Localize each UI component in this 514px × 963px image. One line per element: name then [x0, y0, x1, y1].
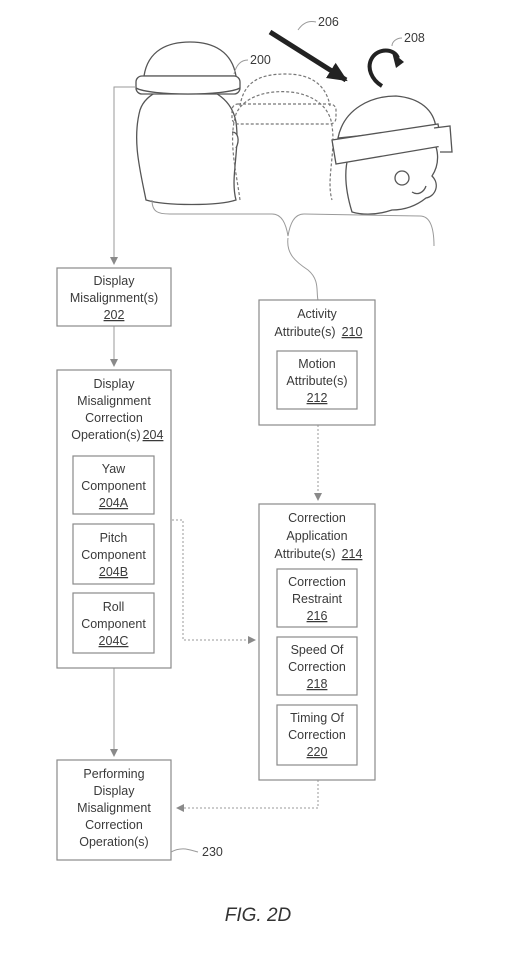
svg-text:Component: Component — [81, 617, 146, 631]
svg-text:Operation(s): Operation(s) — [71, 428, 140, 442]
timing-ref: 220 — [307, 745, 328, 759]
svg-text:Attribute(s): Attribute(s) — [274, 325, 335, 339]
roll-component-box: Roll Component 204C — [72, 592, 155, 654]
rotation-ref-label: 208 — [404, 31, 425, 45]
svg-text:Correction: Correction — [85, 411, 143, 425]
svg-text:Correction: Correction — [85, 818, 143, 832]
head-tilted-view — [331, 95, 453, 215]
svg-text:Restraint: Restraint — [292, 592, 343, 606]
perform-ref-leader — [170, 848, 199, 853]
speed-ref: 218 — [307, 677, 328, 691]
svg-text:Yaw: Yaw — [102, 462, 126, 476]
svg-text:Pitch: Pitch — [100, 531, 128, 545]
activity-ref: 210 — [342, 325, 363, 339]
svg-text:Attribute(s): Attribute(s) — [286, 374, 347, 388]
svg-text:Performing: Performing — [83, 767, 144, 781]
correction-application-box: Correction Application Attribute(s) 214 … — [258, 503, 376, 781]
bracket-to-activity-connector — [287, 237, 319, 301]
svg-text:Correction: Correction — [288, 575, 346, 589]
head-illustration — [135, 41, 453, 247]
perform-ref-label: 230 — [202, 845, 223, 859]
svg-text:Display: Display — [94, 274, 136, 288]
motion-arrow — [268, 29, 348, 83]
rotation-arrowhead — [392, 52, 404, 68]
svg-text:Roll: Roll — [103, 600, 125, 614]
rotation-icon — [367, 48, 400, 88]
svg-text:Misalignment(s): Misalignment(s) — [70, 291, 158, 305]
svg-text:Operation(s): Operation(s) — [79, 835, 148, 849]
roll-ref: 204C — [99, 634, 129, 648]
arrow-ref-label: 206 — [318, 15, 339, 29]
timing-of-correction-box: Timing Of Correction 220 — [276, 704, 358, 766]
svg-text:Display: Display — [94, 377, 136, 391]
rotation-leader — [391, 37, 403, 47]
restraint-ref: 216 — [307, 609, 328, 623]
svg-text:Speed Of: Speed Of — [291, 643, 344, 657]
yaw-component-box: Yaw Component 204A — [72, 455, 155, 515]
svg-text:Activity: Activity — [297, 307, 337, 321]
svg-text:Misalignment: Misalignment — [77, 801, 151, 815]
correction-operation-box: Display Misalignment Correction Operatio… — [56, 369, 172, 669]
head-group-bracket — [151, 199, 435, 247]
performing-correction-box: Performing Display Misalignment Correcti… — [56, 759, 172, 861]
hmd-leader — [233, 59, 249, 75]
svg-text:Timing Of: Timing Of — [290, 711, 344, 725]
head-front-view — [135, 41, 241, 206]
app-to-perform-connector — [176, 780, 319, 812]
svg-text:Correction: Correction — [288, 511, 346, 525]
motion-attributes-box: Motion Attribute(s) 212 — [276, 350, 358, 410]
pitch-component-box: Pitch Component 204B — [72, 523, 155, 585]
svg-text:Misalignment: Misalignment — [77, 394, 151, 408]
arrow-leader — [297, 21, 317, 31]
svg-text:Attribute(s): Attribute(s) — [274, 547, 335, 561]
activity-attributes-box: Activity Attribute(s) 210 Motion Attribu… — [258, 299, 376, 426]
svg-text:Correction: Correction — [288, 660, 346, 674]
speed-of-correction-box: Speed Of Correction 218 — [276, 636, 358, 696]
motion-ref: 212 — [307, 391, 328, 405]
yaw-ref: 204A — [99, 496, 129, 510]
correction-op-ref: 204 — [143, 428, 164, 442]
app-ref: 214 — [342, 547, 363, 561]
pitch-ref: 204B — [99, 565, 128, 579]
head-ghost-view — [231, 73, 337, 201]
svg-text:Motion: Motion — [298, 357, 336, 371]
svg-text:Application: Application — [286, 529, 347, 543]
misalignment-ref: 202 — [104, 308, 125, 322]
head-to-misalignment-connector — [110, 86, 136, 265]
svg-text:Display: Display — [94, 784, 136, 798]
display-misalignment-box: Display Misalignment(s) 202 — [56, 267, 172, 327]
hmd-ref-label: 200 — [250, 53, 271, 67]
svg-text:Component: Component — [81, 548, 146, 562]
svg-text:Correction: Correction — [288, 728, 346, 742]
figure-caption: FIG. 2D — [225, 905, 292, 926]
correction-to-app-connector — [172, 519, 256, 644]
correction-restraint-box: Correction Restraint 216 — [276, 568, 358, 628]
svg-text:Component: Component — [81, 479, 146, 493]
